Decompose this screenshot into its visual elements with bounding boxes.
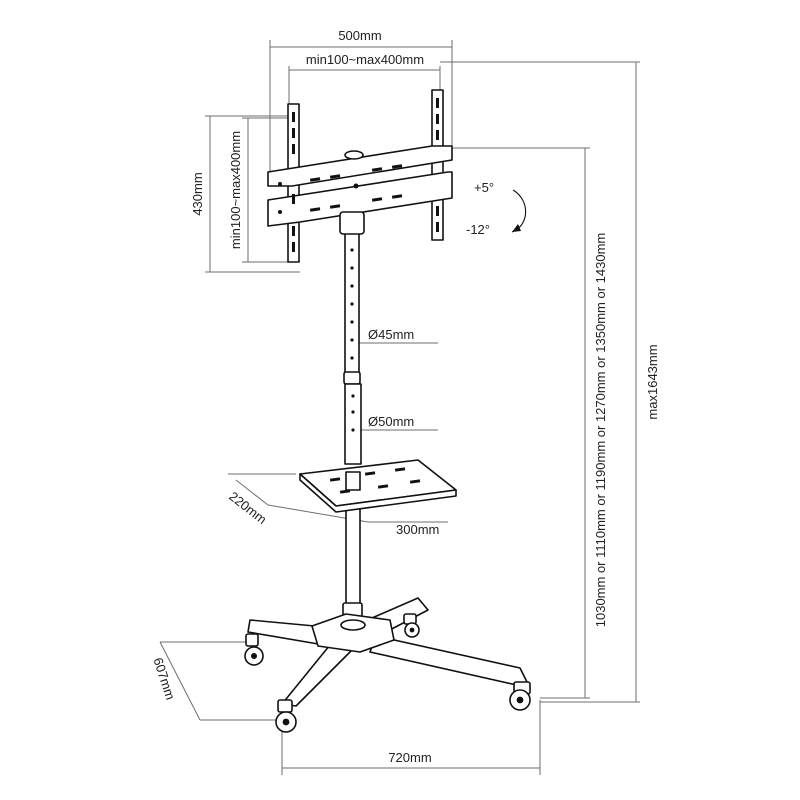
top-knob (344, 150, 364, 160)
caster-front-right (509, 681, 531, 711)
label-mount-height: 430mm (190, 172, 205, 215)
label-height-options: 1030mm or 1110mm or 1190mm or 1270mm or … (593, 233, 608, 628)
label-base-width: 720mm (388, 750, 431, 765)
label-base-depth: 607mm (150, 656, 178, 702)
right-arm (431, 89, 444, 241)
pole-upper (344, 219, 360, 379)
pole-clamp (339, 211, 365, 235)
dim-shelf-depth-line (235, 479, 269, 506)
pole (342, 219, 363, 618)
label-pole-lower-diameter: Ø50mm (368, 414, 414, 429)
label-tilt-up: +5° (474, 180, 494, 195)
caster-front-left (275, 699, 297, 733)
casters (244, 613, 531, 733)
caster-back-left (244, 633, 264, 666)
label-pole-upper-diameter: Ø45mm (368, 327, 414, 342)
dimension-lines (159, 40, 640, 775)
top-rail (267, 145, 453, 187)
bottom-rail (267, 171, 453, 227)
hub-socket (340, 619, 366, 631)
tilt-arrow-icon (511, 189, 527, 233)
pole-middle (344, 383, 362, 465)
base (247, 597, 531, 707)
label-max-height: max1643mm (645, 344, 660, 419)
label-shelf-depth: 220mm (226, 489, 269, 528)
dim-607-line (159, 641, 201, 721)
pole-lower (345, 494, 361, 616)
shelf-clamp (345, 471, 361, 491)
caster-back-right (403, 613, 420, 638)
base-hub (311, 613, 395, 653)
label-vesa-horizontal: min100~max400mm (306, 52, 424, 67)
label-shelf-width: 300mm (396, 522, 439, 537)
label-vesa-vertical: min100~max400mm (228, 131, 243, 249)
label-tilt-down: -12° (466, 222, 490, 237)
label-mount-width: 500mm (338, 28, 381, 43)
leg-front-right (369, 635, 531, 689)
shelf-edge (299, 473, 457, 513)
tv-stand (244, 89, 531, 733)
pole-collar (343, 371, 361, 385)
mounting-bracket (267, 89, 453, 263)
shelf (299, 459, 457, 513)
